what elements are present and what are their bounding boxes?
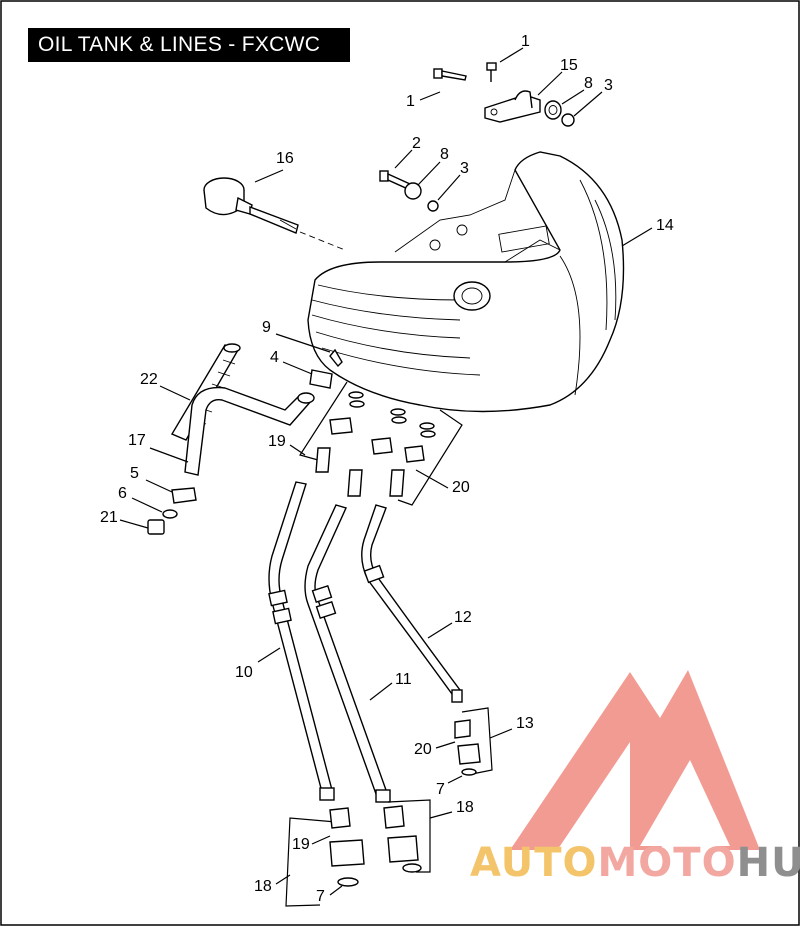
callout-18-left: 18 xyxy=(254,878,272,895)
callout-12: 12 xyxy=(454,609,472,626)
callout-22: 22 xyxy=(140,371,158,388)
callout-1-left: 1 xyxy=(406,93,415,110)
clamp-5 xyxy=(171,487,197,504)
hose-17 xyxy=(184,386,315,476)
watermark-hub: HUB xyxy=(736,840,800,886)
callout-16: 16 xyxy=(276,150,294,167)
bolt-1-top xyxy=(486,62,497,82)
hose-12 xyxy=(361,504,463,703)
nut-3-mid xyxy=(427,200,439,212)
nut-3-top xyxy=(561,113,575,127)
callout-4: 4 xyxy=(270,349,279,366)
fitting-group-19-20 xyxy=(299,381,463,506)
bracket-15 xyxy=(484,90,541,123)
leader-lines xyxy=(119,47,653,896)
callout-7-left: 7 xyxy=(316,888,325,905)
callout-7-right: 7 xyxy=(436,781,445,798)
callout-13: 13 xyxy=(516,715,534,732)
fitting-group-13 xyxy=(454,707,493,776)
callout-18-right: 18 xyxy=(456,799,474,816)
hose-10 xyxy=(268,481,335,801)
watermark-moto: MOTO xyxy=(597,840,737,886)
bolt-1-left xyxy=(433,68,467,81)
bolt-2 xyxy=(379,170,411,190)
callout-10: 10 xyxy=(235,664,253,681)
callout-14: 14 xyxy=(656,217,674,234)
callout-3-mid: 3 xyxy=(460,160,469,177)
callout-5: 5 xyxy=(130,465,139,482)
hose-11 xyxy=(304,504,391,803)
dipstick-16 xyxy=(203,177,346,251)
callout-6: 6 xyxy=(118,485,127,502)
watermark-auto: AUTO xyxy=(470,840,598,886)
callout-17: 17 xyxy=(128,432,146,449)
callout-labels: 1 1 15 8 3 2 8 3 16 14 9 4 22 17 19 20 5… xyxy=(100,33,674,905)
callout-15: 15 xyxy=(560,57,578,74)
callout-19-lower: 19 xyxy=(292,836,310,853)
fitting-group-18-left xyxy=(285,807,365,907)
callout-11: 11 xyxy=(395,671,412,688)
callout-1-top: 1 xyxy=(521,33,530,50)
callout-2: 2 xyxy=(412,135,421,152)
diagram-title: OIL TANK & LINES - FXCWC xyxy=(28,28,350,62)
watermark-text: AUTOMOTOHUB xyxy=(470,840,800,886)
watermark-logo-mark xyxy=(510,670,760,850)
oil-tank-14 xyxy=(307,151,625,413)
callout-8-mid: 8 xyxy=(440,146,449,163)
callout-3-top: 3 xyxy=(604,77,613,94)
clamp-4 xyxy=(309,369,333,389)
callout-20-lower: 20 xyxy=(414,741,432,758)
washer-8-top xyxy=(544,100,562,120)
washer-8-mid xyxy=(404,182,422,200)
callout-19-upper: 19 xyxy=(268,433,286,450)
fitting-group-18-right xyxy=(383,799,431,873)
plug-21 xyxy=(147,519,165,535)
callout-20-upper: 20 xyxy=(452,479,470,496)
callout-8-top: 8 xyxy=(584,75,593,92)
callout-9: 9 xyxy=(262,319,271,336)
oring-6 xyxy=(162,509,178,519)
callout-21: 21 xyxy=(100,509,118,526)
